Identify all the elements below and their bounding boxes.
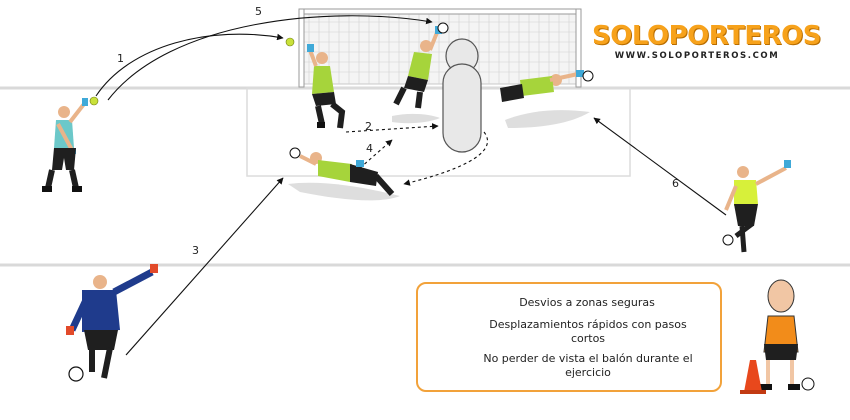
goal-net [298,8,582,88]
legend-box: Desvios a zonas seguras Desplazamientos … [416,282,722,392]
training-cone [740,360,766,394]
arrow-path-5 [107,15,433,101]
goalkeeper-jumping [307,44,346,129]
arrow-path-4 [359,139,393,169]
legend-item: Desplazamientos rápidos con pasos cortos [489,318,687,345]
goalkeeper-diving-right [500,70,594,102]
step-label-3: 3 [192,244,199,257]
goalkeeper-high-save [393,22,449,109]
arrow-path-6 [593,117,727,216]
step-label-1: 1 [117,52,124,65]
coach-figure [42,96,99,192]
brand-name: SOLOPORTEROS [592,21,821,51]
legend-item: No perder de vista el balón durante el e… [483,352,693,379]
brand-logo: SOLOPORTEROS WWW.SOLOPORTEROS.COM [592,21,821,61]
drill-arrows [95,15,727,356]
ground-shadows [288,110,590,201]
step-label-2: 2 [365,120,372,133]
goalkeeper-diving-left [289,147,395,196]
player-striker [66,264,158,382]
coach-mascot [760,279,815,391]
arrow-path-3 [125,177,284,356]
ball-in-air [285,37,295,47]
legend-item: Desvios a zonas seguras [519,296,655,309]
step-label-6: 6 [672,177,679,190]
step-label-4: 4 [366,142,373,155]
arrow-path-1 [95,33,284,97]
mannequin-obstacle [442,38,482,153]
arrow-path-2 [345,123,439,133]
step-label-5: 5 [255,5,262,18]
player-right-kicking [722,160,791,253]
arrow-path-return [403,131,489,186]
brand-url: WWW.SOLOPORTEROS.COM [614,51,780,61]
